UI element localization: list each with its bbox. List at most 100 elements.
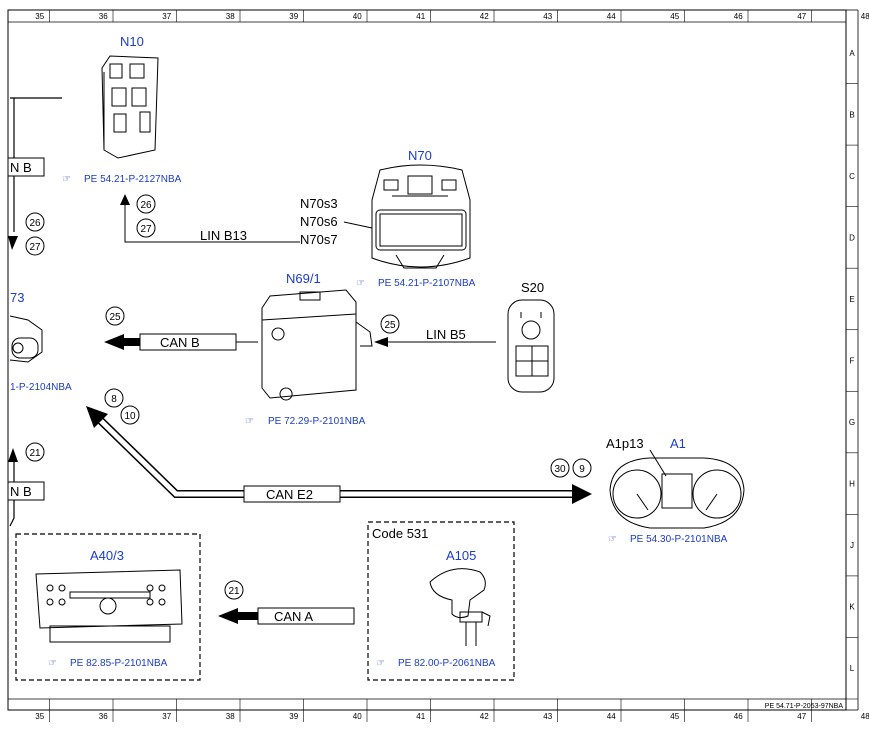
circle-9: 9 xyxy=(579,464,585,475)
arrow-up-icon-left xyxy=(8,448,18,462)
circle-25-lin-b5: 25 xyxy=(384,320,396,331)
a105-selector-lever-icon xyxy=(429,568,491,646)
n69-ref-icon: ☞ xyxy=(245,416,254,427)
grid-col-bottom-40: 40 xyxy=(353,712,362,721)
circle-26-n10: 26 xyxy=(140,200,152,211)
a40-ref-icon: ☞ xyxy=(48,658,57,669)
arrow-upleft-icon xyxy=(86,406,108,428)
s20-switch-icon xyxy=(507,299,555,393)
a105-ref[interactable]: PE 82.00-P-2061NBA xyxy=(398,658,496,669)
s20-label: S20 xyxy=(521,280,544,295)
grid-row-C: C xyxy=(849,172,855,181)
n70-overhead-panel-icon xyxy=(371,164,471,269)
grid-col-top-46: 46 xyxy=(734,12,743,21)
a40-group-box xyxy=(15,533,201,681)
grid-col-top-43: 43 xyxy=(543,12,552,21)
left-component-icon xyxy=(9,315,43,363)
grid-col-bottom-37: 37 xyxy=(162,712,171,721)
n10-ref[interactable]: PE 54.21-P-2127NBA xyxy=(84,174,182,185)
grid-col-bottom-47: 47 xyxy=(797,712,806,721)
grid-col-bottom-41: 41 xyxy=(416,712,425,721)
grid-row-D: D xyxy=(849,233,855,242)
grid-row-G: G xyxy=(849,418,855,427)
lin-b-top-box xyxy=(7,157,45,177)
grid-col-top-42: 42 xyxy=(480,12,489,21)
can-a-label: CAN A xyxy=(274,609,313,624)
n10-module-icon xyxy=(101,55,159,159)
left-component-label: 73 xyxy=(10,290,24,305)
grid-row-A: A xyxy=(849,49,855,58)
circle-27-n10: 27 xyxy=(140,224,152,235)
grid-row-E: E xyxy=(849,295,854,304)
grid-col-top-48: 48 xyxy=(861,12,869,21)
lin-b13-label: LIN B13 xyxy=(200,228,247,243)
arrow-down-icon xyxy=(8,236,18,250)
grid-col-top-41: 41 xyxy=(416,12,425,21)
circle-10: 10 xyxy=(124,411,136,422)
grid-col-top-39: 39 xyxy=(289,12,298,21)
grid-col-top-35: 35 xyxy=(35,12,44,21)
grid-col-bottom-38: 38 xyxy=(226,712,235,721)
n69-label: N69/1 xyxy=(286,271,321,286)
can-e2-label: CAN E2 xyxy=(266,487,313,502)
lin-b-mid-label: N B xyxy=(10,484,32,499)
lin-b5-label: LIN B5 xyxy=(426,327,466,342)
grid-row-F: F xyxy=(850,357,855,366)
arrow-left-icon xyxy=(104,334,124,350)
grid-col-top-44: 44 xyxy=(607,12,616,21)
arrow-up-icon xyxy=(120,194,130,205)
n70-switch-s6: N70s6 xyxy=(300,214,338,229)
n70-switch-s7: N70s7 xyxy=(300,232,338,247)
circle-8: 8 xyxy=(111,394,117,405)
arrow-left-icon-lin xyxy=(374,337,388,347)
a1-ref[interactable]: PE 54.30-P-2101NBA xyxy=(630,534,728,545)
left-component-ref[interactable]: 1-P-2104NBA xyxy=(10,382,72,393)
grid-col-bottom-36: 36 xyxy=(99,712,108,721)
a105-label: A105 xyxy=(446,548,476,563)
grid-col-bottom-46: 46 xyxy=(734,712,743,721)
n70-label: N70 xyxy=(408,148,432,163)
n70-ref[interactable]: PE 54.21-P-2107NBA xyxy=(378,278,476,289)
grid-col-bottom-44: 44 xyxy=(607,712,616,721)
a105-group-box xyxy=(367,521,515,681)
grid-col-bottom-43: 43 xyxy=(543,712,552,721)
arrow-right-icon xyxy=(572,484,592,504)
n69-ref[interactable]: PE 72.29-P-2101NBA xyxy=(268,416,366,427)
circle-30: 30 xyxy=(554,464,566,475)
grid-col-top-36: 36 xyxy=(99,12,108,21)
a40-ref[interactable]: PE 82.85-P-2101NBA xyxy=(70,658,168,669)
n10-label: N10 xyxy=(120,34,144,49)
circle-21-can-a: 21 xyxy=(228,586,240,597)
grid-col-top-37: 37 xyxy=(162,12,171,21)
grid-col-top-47: 47 xyxy=(797,12,806,21)
a40-label: A40/3 xyxy=(90,548,124,563)
grid-row-B: B xyxy=(849,110,854,119)
circle-27-left: 27 xyxy=(29,242,41,253)
a1-sub-label: A1p13 xyxy=(606,436,644,451)
diagram-frame xyxy=(7,9,847,711)
n69-control-unit-icon xyxy=(261,289,373,401)
n10-ref-icon: ☞ xyxy=(62,174,71,185)
a105-ref-icon: ☞ xyxy=(376,658,385,669)
grid-col-bottom-45: 45 xyxy=(670,712,679,721)
grid-col-bottom-42: 42 xyxy=(480,712,489,721)
grid-row-J: J xyxy=(850,541,854,550)
grid-col-top-40: 40 xyxy=(353,12,362,21)
can-b-label: CAN B xyxy=(160,335,200,350)
grid-col-bottom-39: 39 xyxy=(289,712,298,721)
circle-21-left: 21 xyxy=(29,448,41,459)
grid-row-L: L xyxy=(850,664,855,673)
grid-col-top-45: 45 xyxy=(670,12,679,21)
a105-code: Code 531 xyxy=(372,526,428,541)
a1-label: A1 xyxy=(670,436,686,451)
circle-25-can-b: 25 xyxy=(109,312,121,323)
grid-row-H: H xyxy=(849,480,855,489)
a1-instrument-cluster-icon xyxy=(609,449,745,529)
circle-26-left: 26 xyxy=(29,218,41,229)
grid-col-bottom-35: 35 xyxy=(35,712,44,721)
document-number: PE 54.71-P-2053-97NBA xyxy=(765,703,844,710)
grid-col-top-38: 38 xyxy=(226,12,235,21)
a40-radio-unit-icon xyxy=(35,569,183,643)
grid-col-bottom-48: 48 xyxy=(861,712,869,721)
a1-ref-icon: ☞ xyxy=(608,534,617,545)
